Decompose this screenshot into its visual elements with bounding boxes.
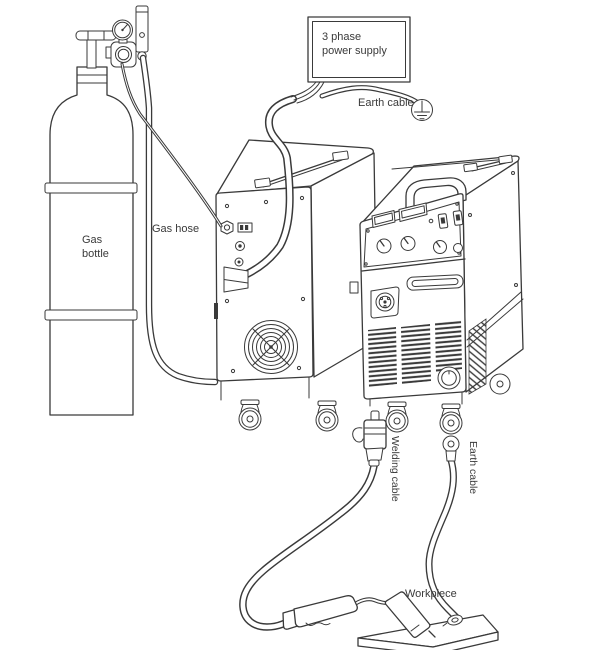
torch-connector-socket xyxy=(370,286,400,319)
power-supply-label-line2: power supply xyxy=(322,45,387,57)
gas-regulator xyxy=(105,5,149,68)
cable-clamp-bracket xyxy=(223,266,249,293)
pressure-gauge-icon xyxy=(112,19,133,44)
caster-wheel xyxy=(238,399,262,431)
top-bracket-icon xyxy=(463,154,513,173)
gas-hose-label: Gas hose xyxy=(152,223,199,235)
digital-display xyxy=(371,210,396,228)
earth-cable-top-label: Earth cable xyxy=(358,97,414,109)
recessed-handle xyxy=(406,274,464,291)
diagram-labels: Gas bottle Gas hose Earth cable Welding … xyxy=(82,97,479,600)
gas-bottle xyxy=(44,30,138,416)
workpiece-plate xyxy=(357,614,499,650)
caster-wheel xyxy=(315,400,339,432)
control-knob xyxy=(400,236,416,251)
torch-nozzle xyxy=(384,591,431,639)
power-supply-label-line1: 3 phase xyxy=(322,31,361,43)
front-vent xyxy=(401,324,431,384)
earth-cable-bottom xyxy=(425,435,463,627)
dinse-socket xyxy=(437,366,461,390)
flowmeter-icon xyxy=(135,5,149,61)
hinge-strip xyxy=(214,303,218,319)
front-vent xyxy=(368,327,397,387)
bottle-valve-icon xyxy=(75,30,117,69)
welding-cable xyxy=(239,462,378,631)
earth-ground-icon xyxy=(411,99,433,121)
control-panel xyxy=(363,201,464,268)
power-supply-box: 3 phase power supply xyxy=(290,16,411,104)
gas-bottle-label-line2: bottle xyxy=(82,248,109,260)
welding-cable-plug xyxy=(352,410,387,467)
workpiece-label: Workpiece xyxy=(405,588,457,600)
caster-wheel xyxy=(385,401,409,433)
torch-handle xyxy=(293,595,358,628)
earth-clamp xyxy=(442,614,463,627)
welder-front-view xyxy=(359,154,524,435)
earth-cable-top xyxy=(319,85,433,121)
earth-cable-bottom-label: Earth cable xyxy=(467,441,479,494)
welding-cable-label: Welding cable xyxy=(389,436,401,502)
rear-panel-screws xyxy=(224,195,306,374)
welding-torch xyxy=(282,591,436,639)
gas-bottle-label-line1: Gas xyxy=(82,234,103,246)
gas-inlet-fitting xyxy=(220,220,253,235)
rear-connectors xyxy=(234,241,245,267)
indicator-led xyxy=(428,218,434,224)
control-knob xyxy=(433,240,447,254)
toggle-switch xyxy=(452,210,464,226)
gas-hose-loop xyxy=(139,54,219,386)
gas-hose xyxy=(120,62,223,228)
panel-button xyxy=(453,243,463,253)
side-vent xyxy=(468,318,487,395)
caster-wheel xyxy=(439,403,463,435)
control-knob xyxy=(376,238,392,254)
digital-display xyxy=(398,202,428,222)
top-bracket-icon xyxy=(254,150,349,189)
bottle-band-upper xyxy=(44,182,138,194)
front-vent xyxy=(435,320,462,372)
bottle-band-lower xyxy=(44,309,138,321)
toggle-switch xyxy=(437,213,449,229)
cooling-fan-icon xyxy=(244,320,298,374)
ring-lug-icon xyxy=(442,435,460,462)
rear-caster-wheel xyxy=(489,373,511,395)
power-cable xyxy=(223,95,297,293)
wire-feeder-rear-view xyxy=(214,139,378,432)
